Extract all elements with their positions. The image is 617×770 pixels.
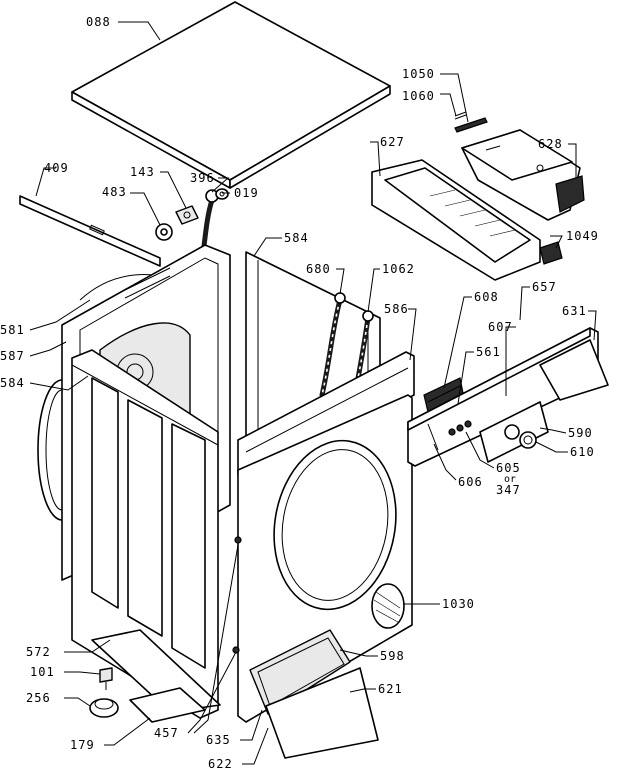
label-605-or: or [504,474,516,485]
label-627: 627 [380,135,405,149]
label-347: 347 [496,483,521,497]
label-1049: 1049 [566,229,599,243]
label-590: 590 [568,426,593,440]
label-598: 598 [380,649,405,663]
label-101: 101 [30,665,55,679]
label-606: 606 [458,475,483,489]
filter-1030 [371,583,405,629]
label-621: 621 [378,682,403,696]
housing-628 [461,129,585,221]
label-1030: 1030 [442,597,475,611]
base-572 [91,629,221,713]
foot-101 [99,667,113,690]
label-631: 631 [562,304,587,318]
label-396: 396 [190,171,215,185]
label-608: 608 [474,290,499,304]
washer-019 [215,188,229,200]
label-256: 256 [26,691,51,705]
panel-590 [479,401,549,463]
parts-1050-1060 [454,111,488,133]
label-586: 586 [384,302,409,316]
clip-1049 [539,241,563,265]
seal-598 [249,629,351,715]
flap-621 [265,667,379,759]
label-409: 409 [44,161,69,175]
label-019: 019 [234,186,259,200]
front-panel [237,394,413,723]
label-610: 610 [570,445,595,459]
label-657: 657 [532,280,557,294]
buttons-605 [448,420,472,436]
strip-409 [19,195,161,267]
label-143: 143 [130,165,155,179]
label-457: 457 [154,726,179,740]
label-561: 561 [476,345,501,359]
label-1060: 1060 [402,89,435,103]
foot-256 [89,698,119,718]
label-587: 587 [0,349,25,363]
knob-610 [519,431,537,449]
label-680: 680 [306,262,331,276]
screw-457 [232,536,242,654]
stick-606 [427,423,439,451]
label-088: 088 [86,15,111,29]
hardware-143-483 [155,205,199,241]
label-483: 483 [102,185,127,199]
channel-627 [371,159,541,281]
label-635: 635 [206,733,231,747]
label-572: 572 [26,645,51,659]
label-628: 628 [538,137,563,151]
label-1062: 1062 [382,262,415,276]
cover-631 [539,339,609,401]
label-607: 607 [488,320,513,334]
hose-680 [319,292,346,398]
callouts: 088 1050 1060 627 628 409 143 483 396 01… [0,15,599,770]
side-panel-584-left [71,349,219,719]
label-584-left: 584 [0,376,25,390]
label-581: 581 [0,323,25,337]
label-179: 179 [70,738,95,752]
top-cover-088 [71,1,391,189]
label-584-top: 584 [284,231,309,245]
label-605: 605 [496,461,521,475]
label-622: 622 [208,757,233,770]
leader-lines [29,21,597,765]
label-1050: 1050 [402,67,435,81]
